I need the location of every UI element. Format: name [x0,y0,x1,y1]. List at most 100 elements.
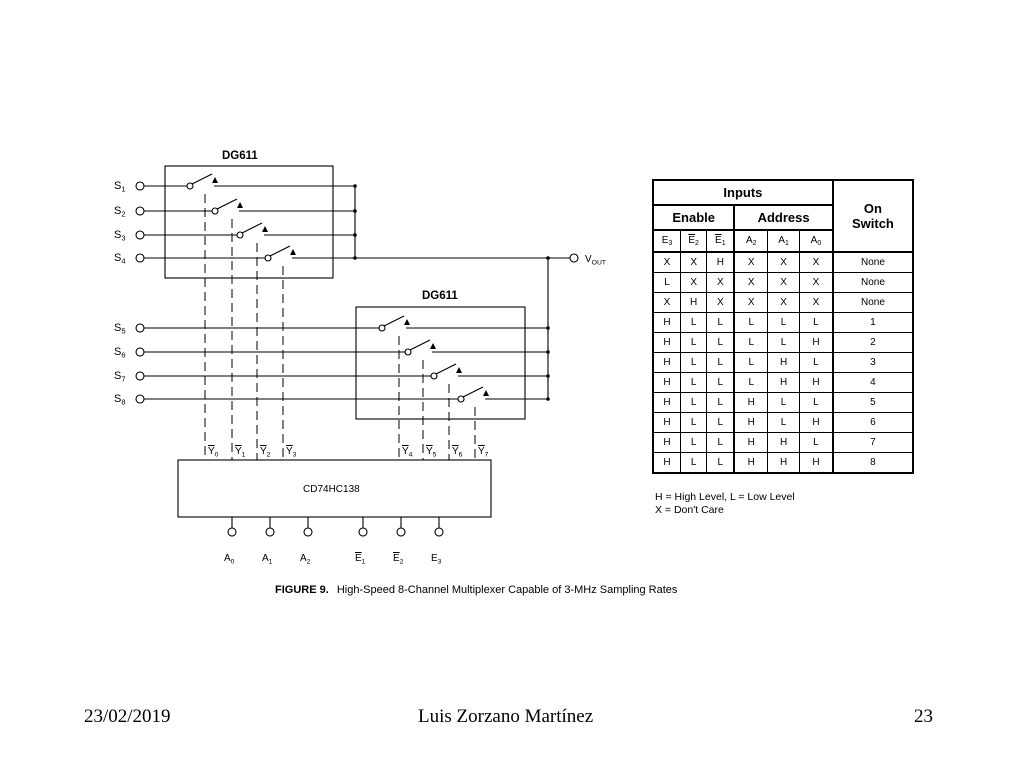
on-switch-cell: 4 [831,372,914,393]
decoder-output-y6: Y6 [452,446,463,459]
table-cell: H [733,452,769,474]
col-header-a1: A1 [767,229,801,253]
decoder-input-label-a2: A2 [300,553,311,566]
table-cell: X [733,251,769,273]
switch-s5 [378,324,386,332]
table-cell: H [799,372,834,393]
table-cell: H [652,312,681,333]
legend-dont-care: X = Don't Care [655,504,724,516]
table-cell: X [679,272,708,293]
on-switch-cell: None [831,251,914,273]
switch-s6 [404,348,412,356]
table-cell: L [733,312,769,333]
on-switch-cell: 2 [831,332,914,353]
decoder-output-y0: Y0 [208,446,219,459]
input-terminal-s4 [135,253,145,263]
legend-levels: H = High Level, L = Low Level [655,491,795,503]
on-switch-cell: 8 [831,452,914,474]
table-cell: L [706,432,736,453]
input-terminal-s3 [135,230,145,240]
footer-author: Luis Zorzano Martínez [418,706,594,727]
vout-label: VOUT [585,254,606,267]
dg611-top-chip [164,165,334,279]
table-cell: L [679,352,708,373]
table-cell: X [799,272,834,293]
table-cell: L [767,392,801,413]
svg-text:FIGURE 9. High-Speed 8-Cha: FIGURE 9. High-Speed 8-Channel Multiplex… [275,584,678,596]
input-label-s4: S4 [114,252,126,266]
table-cell: X [799,251,834,273]
header-enable: Enable [652,204,736,231]
table-cell: X [679,251,708,273]
switch-s4 [264,254,272,262]
table-cell: X [733,272,769,293]
switch-s1 [186,182,194,190]
on-switch-cell: None [831,272,914,293]
decoder-label: CD74HC138 [303,484,360,495]
table-cell: L [679,392,708,413]
table-cell: L [679,372,708,393]
on-switch-cell: 7 [831,432,914,453]
decoder-output-y1: Y1 [235,446,246,459]
decoder-output-y7: Y7 [478,446,489,459]
dg611-bottom-label: DG611 [422,290,458,302]
table-cell: L [706,312,736,333]
switch-s8 [457,395,465,403]
table-cell: L [679,412,708,433]
decoder-input-a1 [265,527,275,537]
table-cell: H [767,352,801,373]
input-label-s3: S3 [114,229,126,243]
table-cell: H [652,372,681,393]
input-label-s7: S7 [114,370,126,384]
switch-s2 [211,207,219,215]
decoder-output-y4: Y4 [402,446,413,459]
header-address: Address [733,204,834,231]
table-cell: L [679,452,708,474]
input-label-s6: S6 [114,346,126,360]
table-cell: L [679,432,708,453]
table-cell: H [799,412,834,433]
table-cell: H [733,392,769,413]
table-cell: L [799,352,834,373]
decoder-input-label-e3: E3 [431,553,442,566]
table-cell: L [652,272,681,293]
table-cell: L [799,392,834,413]
decoder-input-e3 [434,527,444,537]
decoder-input-label-e1: E1 [355,553,366,566]
table-cell: X [767,272,801,293]
input-label-s2: S2 [114,205,126,219]
table-cell: X [652,251,681,273]
table-cell: L [767,332,801,353]
table-cell: X [767,292,801,313]
decoder-chip [177,459,492,518]
on-switch-cell: 1 [831,312,914,333]
table-cell: X [652,292,681,313]
input-label-s5: S5 [114,322,126,336]
table-cell: H [679,292,708,313]
table-cell: L [679,312,708,333]
col-header-a0: A0 [799,229,834,253]
table-cell: X [706,272,736,293]
table-cell: H [767,372,801,393]
table-cell: H [652,332,681,353]
table-cell: H [733,412,769,433]
table-cell: L [799,432,834,453]
input-terminal-s7 [135,371,145,381]
decoder-output-y3: Y3 [286,446,297,459]
input-terminal-s2 [135,206,145,216]
decoder-input-label-a0: A0 [224,553,235,566]
table-cell: H [767,432,801,453]
table-cell: H [799,332,834,353]
on-switch-cell: 5 [831,392,914,413]
decoder-output-y2: Y2 [260,446,271,459]
vout-terminal [569,253,579,263]
decoder-input-label-e2: E2 [393,553,404,566]
on-switch-cell: None [831,292,914,313]
table-cell: H [652,392,681,413]
table-cell: L [733,372,769,393]
